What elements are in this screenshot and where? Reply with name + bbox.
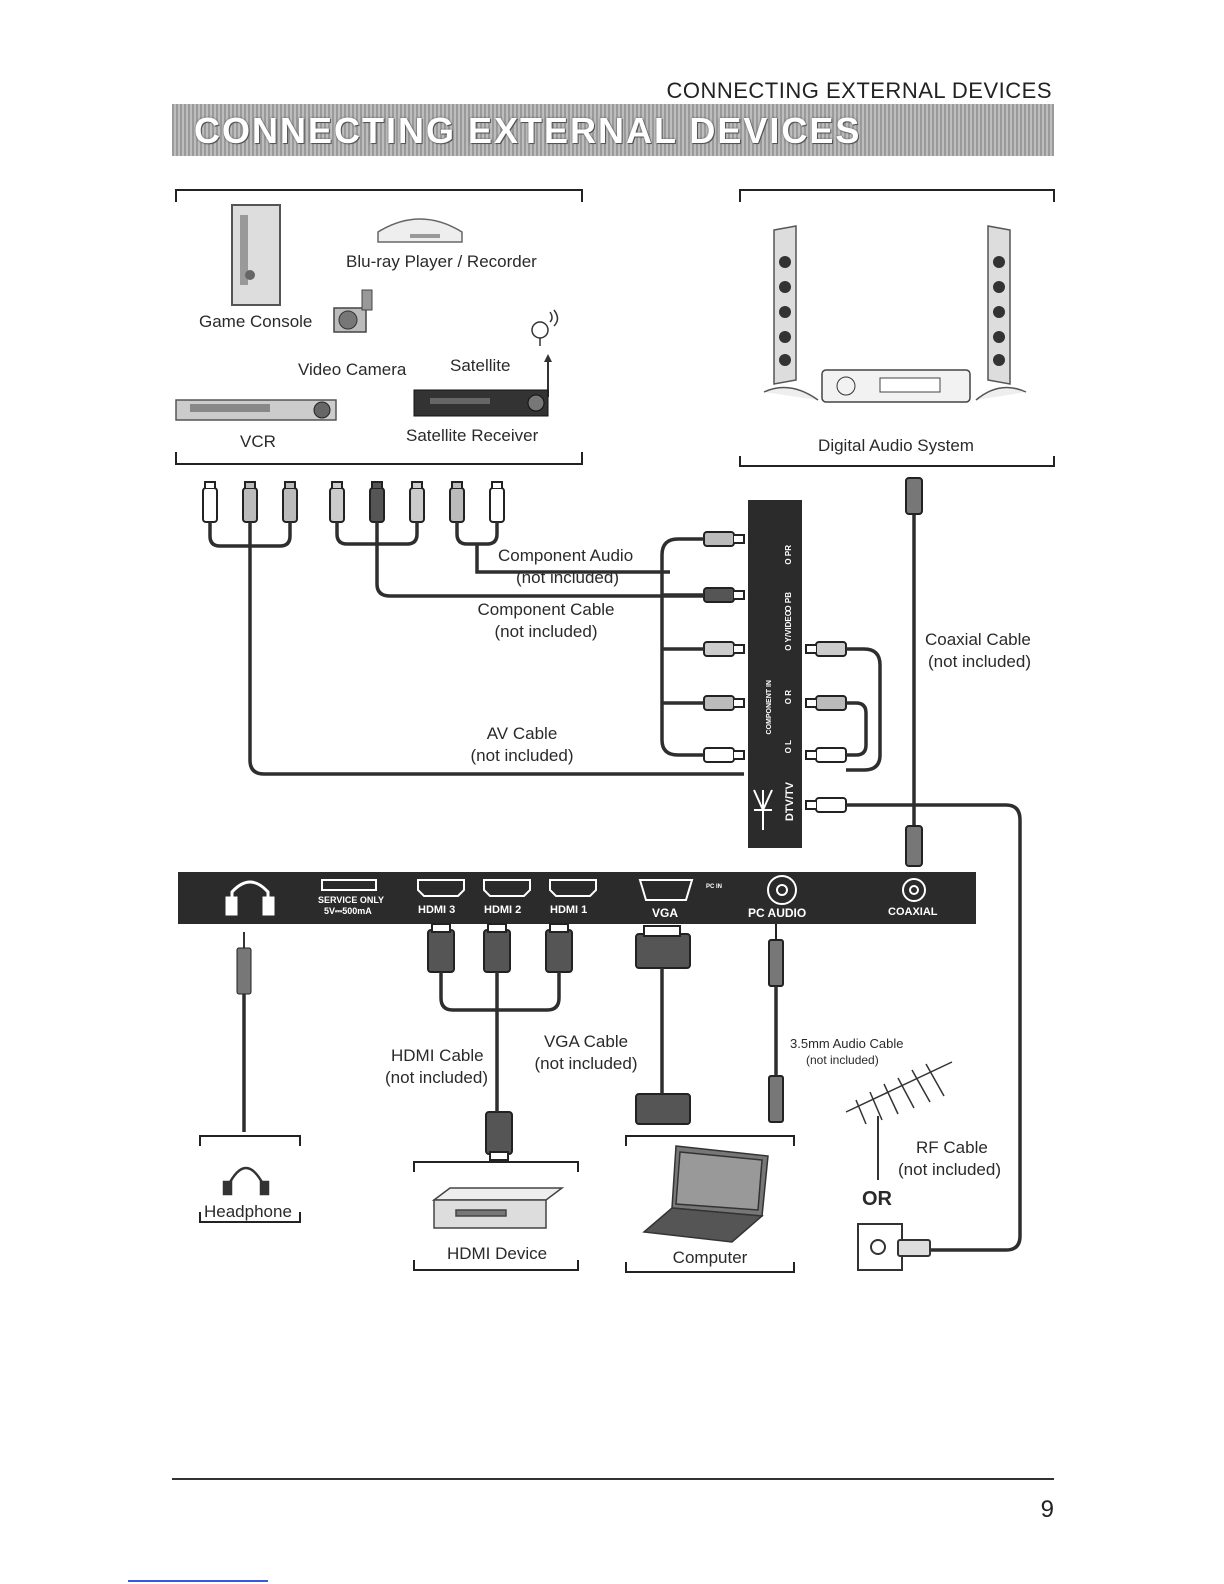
hdmi-device-icon — [431, 1187, 565, 1229]
side-panel-r-label: O R — [784, 690, 793, 705]
footer-rule — [172, 1478, 1054, 1480]
side-panel-pb-label: O PB — [784, 592, 793, 612]
or-label: OR — [862, 1188, 892, 1210]
hdmi-port-icons — [417, 879, 597, 897]
blu-ray-label: Blu-ray Player / Recorder — [346, 252, 537, 271]
vga-port-icon — [638, 879, 694, 901]
satellite-receiver-icon — [413, 389, 549, 417]
vga-cable-note: (not included) — [534, 1054, 638, 1073]
component-audio-label: Component Audio — [498, 546, 634, 565]
video-camera-label: Video Camera — [298, 360, 407, 379]
hdmi-cable-label: HDMI Cable — [391, 1046, 484, 1065]
rf-cable-label: RF Cable — [916, 1138, 988, 1157]
side-panel-l-label: O L — [784, 740, 793, 754]
av-cable-label: AV Cable — [486, 724, 558, 743]
audio-receiver-icon — [821, 369, 971, 403]
vcr-label: VCR — [240, 432, 276, 451]
side-panel-right-cables — [846, 647, 1022, 1252]
rf-cable-note: (not included) — [898, 1160, 1002, 1179]
satellite-receiver-label: Satellite Receiver — [406, 426, 539, 445]
vga-label: VGA — [652, 906, 679, 920]
blu-ray-icon — [377, 218, 463, 243]
component-cable-note: (not included) — [494, 622, 598, 641]
headphone-jack-icon — [225, 880, 275, 916]
video-camera-icon — [333, 289, 373, 333]
vcr-icon — [175, 399, 337, 421]
component-audio-note: (not included) — [516, 568, 620, 587]
side-panel-right-plugs — [805, 641, 847, 813]
component-cable-label: Component Cable — [477, 600, 615, 619]
vga-plugs — [635, 925, 691, 1125]
game-console-icon — [231, 204, 281, 306]
side-panel-pr-label: O PR — [784, 545, 793, 565]
service-power-label: 5V⎓500mA — [324, 906, 372, 916]
page-number: 9 — [1040, 1496, 1054, 1523]
computer-label: Computer — [672, 1248, 748, 1267]
audio-cable-label: 3.5mm Audio Cable — [790, 1036, 904, 1051]
pc-audio-label: PC AUDIO — [748, 906, 807, 920]
antenna-icon — [845, 1061, 953, 1180]
hdmi-device-label: HDMI Device — [446, 1244, 548, 1263]
game-console-label: Game Console — [199, 312, 313, 331]
side-panel-dtv-tv: DTV/TV — [784, 782, 796, 822]
side-panel-left-plugs — [703, 531, 745, 763]
bracket-computer — [625, 1135, 795, 1273]
page-header-title: CONNECTING EXTERNAL DEVICES — [666, 78, 1052, 103]
side-panel-left-cables — [660, 537, 704, 757]
hdmi2-label: HDMI 2 — [484, 904, 522, 916]
bracket-hdmi-device — [413, 1161, 579, 1271]
side-panel-y-video-label: O Y/VIDEO — [784, 610, 793, 651]
headphone-label: Headphone — [204, 1202, 292, 1221]
speaker-right-icon — [975, 225, 1027, 401]
hdmi1-label: HDMI 1 — [550, 904, 588, 916]
satellite-dish-icon — [531, 309, 559, 346]
side-panel-component-in: COMPONENT IN — [766, 680, 773, 735]
usb-port-icon — [321, 879, 377, 891]
headphone-icon — [222, 1166, 270, 1196]
wall-outlet-icon — [857, 1223, 931, 1271]
banner-title: CONNECTING EXTERNAL DEVICES — [194, 110, 862, 151]
audio-cable-note: (not included) — [806, 1053, 879, 1067]
service-only-label: SERVICE ONLY — [318, 895, 385, 905]
hdmi-cables — [439, 972, 561, 1112]
coaxial-port-icon — [902, 878, 926, 902]
headphone-plug — [236, 932, 252, 995]
pc-audio-port-icon — [767, 875, 797, 905]
cables-top — [208, 522, 744, 776]
digital-audio-label: Digital Audio System — [818, 436, 974, 455]
laptop-icon — [642, 1145, 769, 1243]
coaxial-cable-label: Coaxial Cable — [925, 630, 1031, 649]
bracket-top-left — [175, 189, 583, 465]
hdmi-cable-note: (not included) — [385, 1068, 489, 1087]
vga-cable-label: VGA Cable — [543, 1032, 629, 1051]
satellite-label: Satellite — [450, 356, 511, 375]
section-banner: CONNECTING EXTERNAL DEVICES — [172, 104, 1054, 156]
pc-in-label: PC IN — [706, 884, 723, 890]
av-cable-note: (not included) — [470, 746, 574, 765]
rca-plugs-top — [202, 481, 505, 523]
coaxial-plugs — [905, 477, 923, 867]
coaxial-label: COAXIAL — [888, 906, 938, 918]
link-underline — [128, 1580, 268, 1582]
hdmi3-label: HDMI 3 — [418, 904, 456, 916]
bracket-headphone — [199, 1135, 301, 1223]
bracket-top-right — [739, 189, 1055, 467]
speaker-left-icon — [763, 225, 819, 401]
coaxial-cable-note: (not included) — [928, 652, 1032, 671]
